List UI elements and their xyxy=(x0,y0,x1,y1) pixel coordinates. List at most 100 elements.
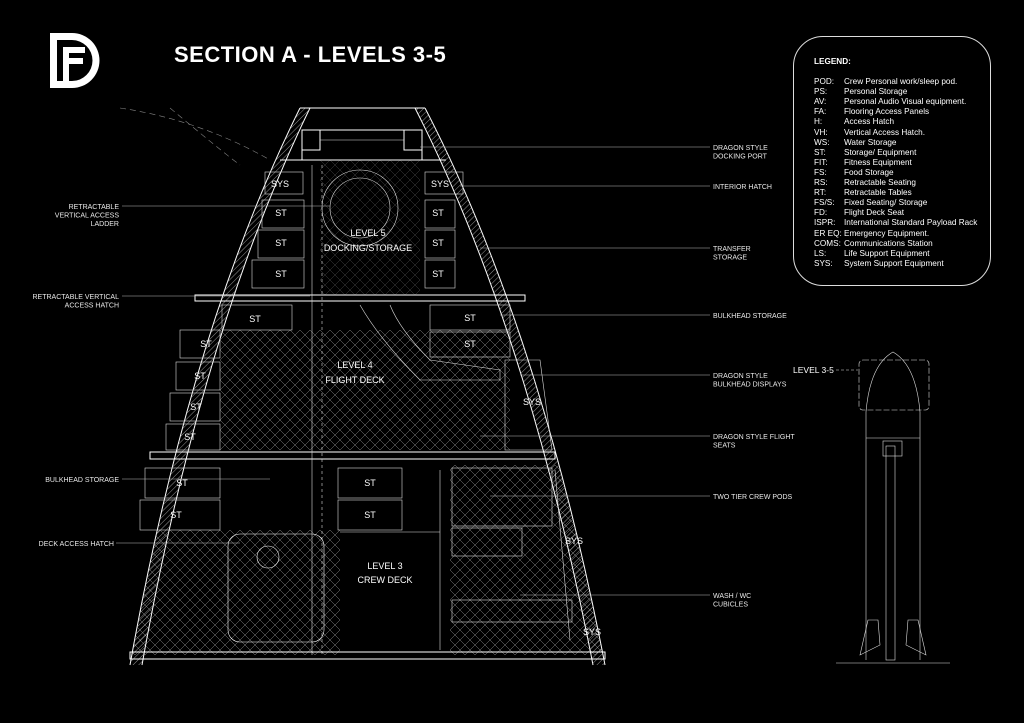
legend-desc: System Support Equipment xyxy=(844,258,944,268)
legend-desc: Water Storage xyxy=(844,137,897,147)
legend-desc: Crew Personal work/sleep pod. xyxy=(844,77,958,87)
room-labels: SYS SYS ST ST ST ST ST ST ST ST ST ST ST… xyxy=(170,179,601,637)
legend-key: AV: xyxy=(814,97,827,107)
legend-desc: Vertical Access Hatch. xyxy=(844,127,925,137)
room-st: ST xyxy=(464,313,476,323)
legend-item: COMS:Communications Station xyxy=(814,239,990,249)
legend-item: VH: Vertical Access Hatch. xyxy=(814,128,990,138)
legend-item: PS: Personal Storage xyxy=(814,87,990,97)
legend-item: ER EQ:Emergency Equipment. xyxy=(814,229,990,239)
legend-desc: Communications Station xyxy=(844,238,933,248)
legend-desc: International Standard Payload Rack xyxy=(844,218,978,228)
legend-desc: Personal Storage xyxy=(844,87,908,97)
legend-key: VH: xyxy=(814,127,828,137)
legend-key: FA: xyxy=(814,107,827,117)
legend-key: PS: xyxy=(814,87,828,97)
level4-structures xyxy=(165,304,553,451)
background-guides xyxy=(119,107,271,166)
key-plan-label: LEVEL 3-5 xyxy=(793,365,834,375)
callout-crew-pods: TWO TIER CREW PODS xyxy=(713,494,793,501)
key-plan-rocket: LEVEL 3-5 xyxy=(793,351,950,664)
room-sys: SYS xyxy=(583,627,601,637)
room-st: ST xyxy=(432,269,444,279)
legend-desc: Retractable Tables xyxy=(844,188,912,198)
level3-desc: CREW DECK xyxy=(357,575,412,585)
room-sys: SYS xyxy=(431,179,449,189)
legend-key: ST: xyxy=(814,147,826,157)
room-st: ST xyxy=(190,402,202,412)
room-st: ST xyxy=(194,371,206,381)
legend-item: SYS: System Support Equipment xyxy=(814,259,990,269)
legend-item: FS: Food Storage xyxy=(814,168,990,178)
legend-key: RT: xyxy=(814,188,827,198)
floors xyxy=(129,159,606,660)
legend-item: RT: Retractable Tables xyxy=(814,188,990,198)
legend-key: SYS: xyxy=(814,258,833,268)
legend-key: FS: xyxy=(814,167,827,177)
legend-item: ST: Storage/ Equipment xyxy=(814,148,990,158)
room-st: ST xyxy=(464,339,476,349)
room-st: ST xyxy=(275,238,287,248)
room-st: ST xyxy=(364,510,376,520)
legend-key: H: xyxy=(814,117,823,127)
legend-key: FIT: xyxy=(814,157,828,167)
legend-item: LS:Life Support Equipment xyxy=(814,249,990,259)
legend-item: FD: Flight Deck Seat xyxy=(814,208,990,218)
level5-name: LEVEL 5 xyxy=(350,228,385,238)
legend-desc: Personal Audio Visual equipment. xyxy=(844,97,967,107)
level5-storage xyxy=(251,165,464,655)
legend-key: COMS: xyxy=(814,238,841,248)
callout-bulkhead-storage: BULKHEAD STORAGE xyxy=(45,477,119,484)
room-st: ST xyxy=(275,208,287,218)
level-labels: LEVEL 5 DOCKING/STORAGE LEVEL 4 FLIGHT D… xyxy=(324,228,413,585)
legend-item: RS: Retractable Seating xyxy=(814,178,990,188)
room-st: ST xyxy=(249,314,261,324)
room-sys: SYS xyxy=(271,179,289,189)
legend-key: FS/S: xyxy=(814,198,835,208)
room-st: ST xyxy=(184,432,196,442)
legend-item: POD: Crew Personal work/sleep pod. xyxy=(814,77,990,87)
legend-item: AV: Personal Audio Visual equipment. xyxy=(814,97,990,107)
room-st: ST xyxy=(170,510,182,520)
legend-desc: Retractable Seating xyxy=(844,178,916,188)
brand-logo xyxy=(50,33,100,88)
level4-name: LEVEL 4 xyxy=(337,360,372,370)
callout-bulkhead-storage: BULKHEAD STORAGE xyxy=(713,313,787,320)
legend-item: ISPR: International Standard Payload Rack xyxy=(814,218,990,228)
page-title: SECTION A - LEVELS 3-5 xyxy=(174,42,447,67)
legend-item: FIT:Fitness Equipment xyxy=(814,158,990,168)
room-st: ST xyxy=(200,339,212,349)
room-st: ST xyxy=(275,269,287,279)
room-sys: SYS xyxy=(523,397,541,407)
legend-desc: Flight Deck Seat xyxy=(844,208,905,218)
level3-structures xyxy=(139,467,573,650)
legend-desc: Fixed Seating/ Storage xyxy=(844,198,928,208)
room-st: ST xyxy=(364,478,376,488)
legend-key: WS: xyxy=(814,137,830,147)
room-sys: SYS xyxy=(565,536,583,546)
level3-name: LEVEL 3 xyxy=(367,561,402,571)
legend-desc: Emergency Equipment. xyxy=(844,228,930,238)
level4-desc: FLIGHT DECK xyxy=(325,375,384,385)
legend-key: RS: xyxy=(814,178,828,188)
room-st: ST xyxy=(176,478,188,488)
legend-key: FD: xyxy=(814,208,828,218)
legend-item: FS/S: Fixed Seating/ Storage xyxy=(814,198,990,208)
legend-key: ER EQ: xyxy=(814,228,842,238)
legend-key: POD: xyxy=(814,77,835,87)
callout-deck-hatch: DECK ACCESS HATCH xyxy=(39,541,114,548)
legend-desc: Food Storage xyxy=(844,167,894,177)
legend-heading: LEGEND: xyxy=(814,57,851,66)
legend-item: FA: Flooring Access Panels xyxy=(814,107,990,117)
legend-item: WS: Water Storage xyxy=(814,138,990,148)
legend-item: H:Access Hatch xyxy=(814,117,990,127)
legend-desc: Flooring Access Panels xyxy=(844,107,930,117)
legend-desc: Storage/ Equipment xyxy=(844,147,917,157)
legend-key: ISPR: xyxy=(814,218,836,228)
